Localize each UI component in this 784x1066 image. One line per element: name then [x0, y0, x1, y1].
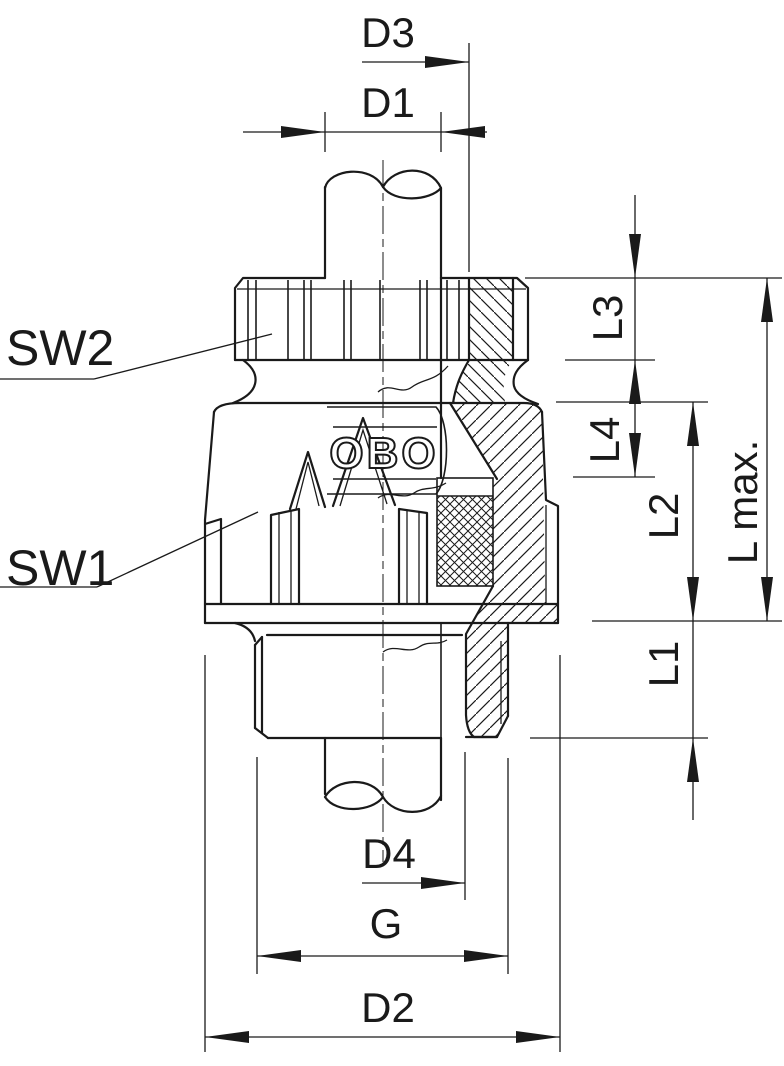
clamping-fingers — [203, 505, 547, 606]
arrowhead — [441, 126, 485, 138]
dimension-lmax: L max. — [719, 278, 773, 621]
dimension-label-l3: L3 — [584, 295, 631, 342]
arrowhead — [516, 1031, 560, 1043]
logo-plate: OBO — [327, 406, 448, 495]
neck — [231, 358, 540, 406]
dimension-label-d4: D4 — [362, 830, 416, 877]
cable-top — [323, 169, 443, 280]
threaded-spigot — [233, 584, 510, 740]
dimension-label-d3: D3 — [361, 9, 415, 56]
arrowhead — [761, 278, 773, 322]
arrowhead — [281, 126, 325, 138]
section-break-line-3 — [382, 639, 448, 653]
leader-sw1: SW1 — [0, 511, 259, 596]
arrowhead — [687, 577, 699, 621]
dimension-label-l1: L1 — [640, 641, 687, 688]
seal-insert — [436, 477, 494, 587]
arrowhead — [761, 577, 773, 621]
arrowhead — [687, 402, 699, 446]
arrowhead — [629, 234, 641, 278]
dimension-d2: D2 — [204, 655, 561, 1052]
arrowhead — [425, 56, 469, 68]
arrowhead — [205, 1031, 249, 1043]
body — [203, 401, 560, 737]
cap-nut-section-hatch — [469, 278, 513, 360]
arrowhead — [464, 950, 508, 962]
cap-nut-knurling — [247, 280, 460, 360]
arrowhead — [629, 360, 641, 404]
sealing-spikes — [288, 416, 397, 511]
cap-nut — [233, 276, 530, 480]
arrowhead — [257, 950, 301, 962]
arrowhead — [629, 433, 641, 477]
obo-logo: OBO — [329, 429, 438, 478]
dimension-label-g: G — [370, 900, 403, 947]
label-sw2: SW2 — [6, 320, 114, 376]
dimension-label-lmax: L max. — [719, 440, 766, 564]
dimension-l2-l1: L2 L1 — [640, 402, 699, 820]
dimension-label-d1: D1 — [361, 79, 415, 126]
dimension-label-l4: L4 — [581, 417, 628, 464]
arrowhead — [421, 877, 465, 889]
dimension-d4: D4 — [362, 752, 466, 900]
section-break-line-1 — [377, 365, 449, 393]
dimension-l3-l4: L3 L4 — [581, 195, 641, 477]
leader-sw2: SW2 — [0, 320, 273, 380]
cable-bottom — [323, 736, 443, 813]
arrowhead — [687, 738, 699, 782]
dimension-label-l2: L2 — [640, 493, 687, 540]
dimension-d1: D1 — [243, 79, 487, 152]
cone-inner-edge — [448, 401, 499, 481]
dimension-label-d2: D2 — [361, 984, 415, 1031]
dimension-d3: D3 — [361, 9, 470, 272]
dimension-g: G — [256, 757, 509, 974]
